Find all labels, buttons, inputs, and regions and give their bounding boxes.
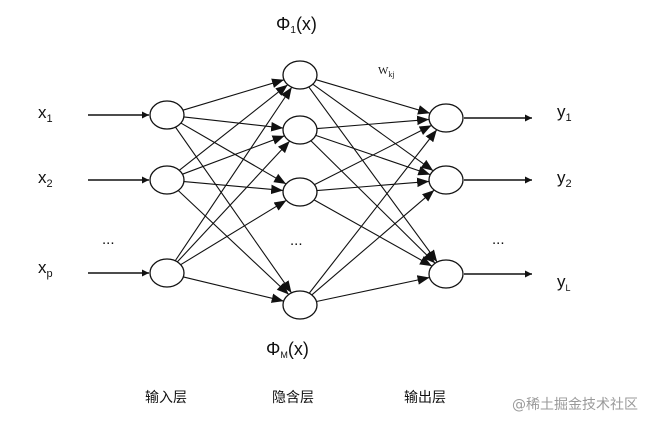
edge-hid4-out3 (316, 275, 430, 303)
edge-hid1-out2 (312, 83, 434, 172)
input-ellipsis: ... (102, 231, 115, 248)
edge-in2-hid4 (177, 190, 290, 295)
edge-hid2-out1 (316, 115, 430, 130)
edge-hid3-out2 (316, 177, 430, 192)
edge-in1-hid4 (175, 126, 292, 294)
edge-hid4-out1 (308, 129, 438, 294)
edge-hid3-out1 (314, 124, 432, 186)
output-ellipsis: ... (492, 231, 505, 248)
hidden-neuron-4 (282, 290, 318, 320)
hidden-ellipsis: ... (290, 232, 303, 249)
output-label-1: y1 (557, 102, 572, 124)
output-neuron-2 (428, 165, 464, 195)
connection-lines (88, 78, 532, 303)
edge-in2-hid3 (183, 180, 284, 195)
hidden-neuron-2 (282, 115, 318, 145)
edge-in3-hid4 (183, 276, 284, 303)
output-layer-name: 输出层 (404, 390, 446, 406)
edge-in3-hid3 (180, 199, 287, 266)
input-label-2: x2 (38, 168, 53, 190)
hidden-neuron-3 (282, 177, 318, 207)
edge-in2-hid2 (182, 135, 285, 175)
hidden-layer-name: 隐含层 (272, 390, 314, 406)
input-neuron-1 (149, 100, 185, 130)
edge-in3-hid2 (176, 140, 291, 263)
input-label-p: xp (38, 258, 53, 280)
neurons (149, 60, 464, 320)
hidden-bottom-label: ΦM(x) (266, 339, 309, 360)
edge-in3-hid1 (174, 86, 293, 262)
weight-label: Wkj (378, 65, 395, 79)
output-neuron-1 (428, 103, 464, 133)
hidden-top-label: Φ1(x) (276, 14, 317, 36)
edge-hid4-out2 (311, 189, 435, 296)
edge-hid1-out1 (315, 79, 431, 115)
edge-in1-hid3 (180, 122, 287, 185)
edge-hid3-out3 (313, 199, 433, 267)
input-layer-name: 输入层 (145, 390, 187, 406)
input-neuron-3 (149, 258, 185, 288)
output-label-L: yL (557, 272, 571, 293)
edge-hid1-out3 (308, 86, 438, 263)
input-label-1: x1 (38, 103, 53, 125)
output-label-2: y2 (557, 168, 572, 190)
edge-in1-hid1 (182, 78, 285, 111)
hidden-neuron-1 (282, 60, 318, 90)
watermark: @稀土掘金技术社区 (512, 397, 638, 413)
edge-hid2-out3 (310, 140, 436, 264)
input-neuron-2 (149, 165, 185, 195)
edge-in1-hid2 (183, 116, 284, 132)
edge-in2-hid1 (178, 84, 289, 171)
output-neuron-3 (428, 259, 464, 289)
